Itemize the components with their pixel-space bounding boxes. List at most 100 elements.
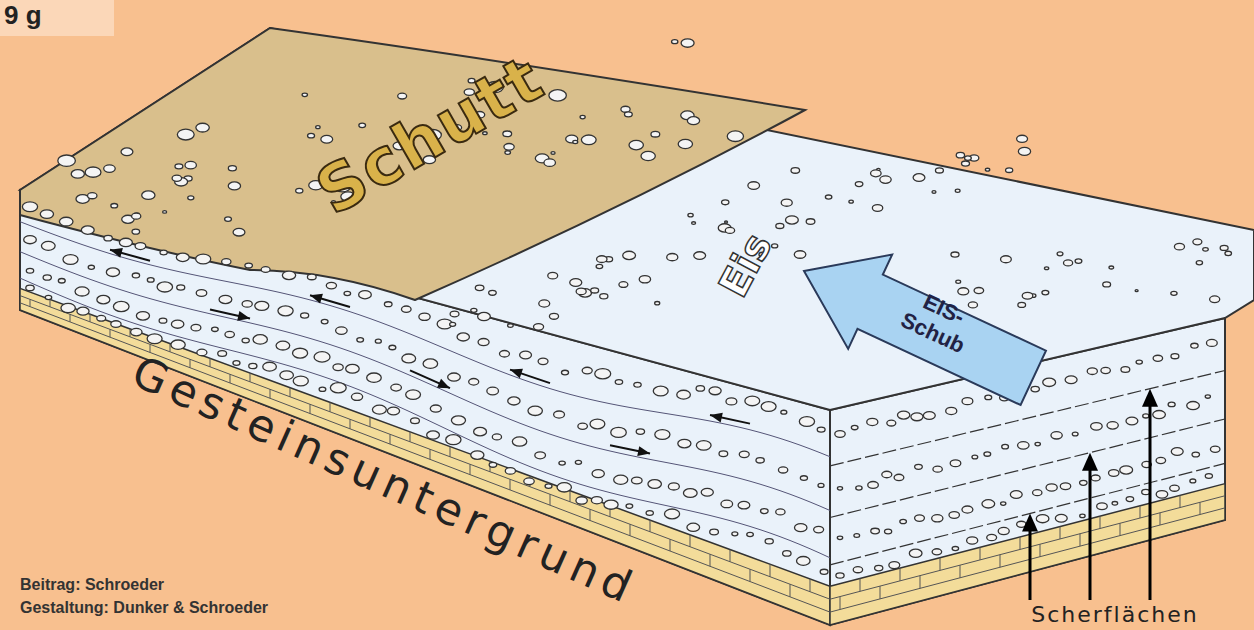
pebble [142,191,155,200]
pebble [781,410,787,414]
pebble [411,418,420,424]
pebble [932,549,942,555]
pebble [359,123,366,127]
pebble [85,167,101,177]
pebble [968,302,977,308]
pebble [885,529,892,534]
pebble [1171,291,1177,295]
pebble [469,378,479,385]
credit: Gestaltung: Dunker & Schroeder [20,599,268,617]
decoration [1120,523,1121,535]
pebble [974,287,984,293]
decoration [810,579,811,592]
pebble [882,471,892,478]
pebble [867,418,878,425]
pebble [592,470,604,478]
pebble [967,537,978,544]
decoration [410,432,411,442]
pebble [576,497,587,504]
pebble [738,501,750,509]
pebble [1171,448,1183,456]
pebble [664,509,679,519]
decoration [310,404,311,413]
pebble [505,151,511,155]
pebble [147,334,162,344]
pointer-line [1149,403,1152,600]
pebble [255,301,269,310]
pebble [820,569,828,574]
pebble [932,515,943,522]
decoration [630,524,631,535]
pebble [696,441,711,451]
pebble [962,398,973,405]
decoration [1020,537,1021,550]
pebble [88,265,94,269]
pebble [1035,442,1040,446]
pebble [856,486,862,490]
pebble [1168,402,1175,407]
pebble [391,384,402,391]
pebble [604,500,618,509]
pebble [357,338,364,342]
pebble [1109,470,1119,477]
pebble [26,268,33,273]
pebble [1191,343,1198,348]
pebble [336,327,348,335]
pebble [727,131,743,142]
pebble [175,164,183,169]
decoration [710,554,711,566]
pebble [951,252,959,257]
pebble [233,361,240,366]
pebble [747,532,754,536]
pebble [795,524,807,532]
decoration [830,463,1225,564]
pebble [651,131,660,137]
pebble [384,302,392,307]
decoration [430,449,431,459]
pebble [655,301,660,304]
pebble [314,352,330,362]
pebble [367,373,382,382]
pebble [321,135,333,143]
pebble [512,437,526,446]
pebble [985,395,992,399]
pebble [783,551,791,556]
pebble [402,354,416,363]
decoration [1200,502,1201,514]
pebble [276,341,290,350]
decoration [710,413,723,423]
pebble [504,144,514,151]
pebble [520,351,532,359]
pebble [576,288,586,295]
pebble [1192,452,1199,457]
pebble [653,386,668,396]
pebble [836,573,844,578]
pebble [701,488,713,496]
pebble [330,383,346,393]
pebble [249,363,257,368]
pebble [639,276,650,283]
pebble [1193,239,1202,245]
decoration [330,402,331,411]
decoration [750,569,751,581]
pebble [471,308,477,312]
debris-cover [20,28,805,300]
pebble [923,412,935,420]
shear-label: Scherflächen [1031,602,1198,627]
pointer-head [1142,389,1158,407]
pebble [962,161,970,166]
pebble [387,407,399,415]
pebble [487,387,499,395]
pebble [389,345,396,349]
pebble [725,227,734,233]
pebble [634,382,641,387]
pebble [581,135,596,145]
pebble [818,483,824,487]
pebble [575,460,581,464]
pebble [104,235,112,240]
decoration [730,550,731,562]
credit: Beitrag: Schroeder [20,576,164,594]
decoration [1040,544,1041,556]
decoration [590,509,591,520]
